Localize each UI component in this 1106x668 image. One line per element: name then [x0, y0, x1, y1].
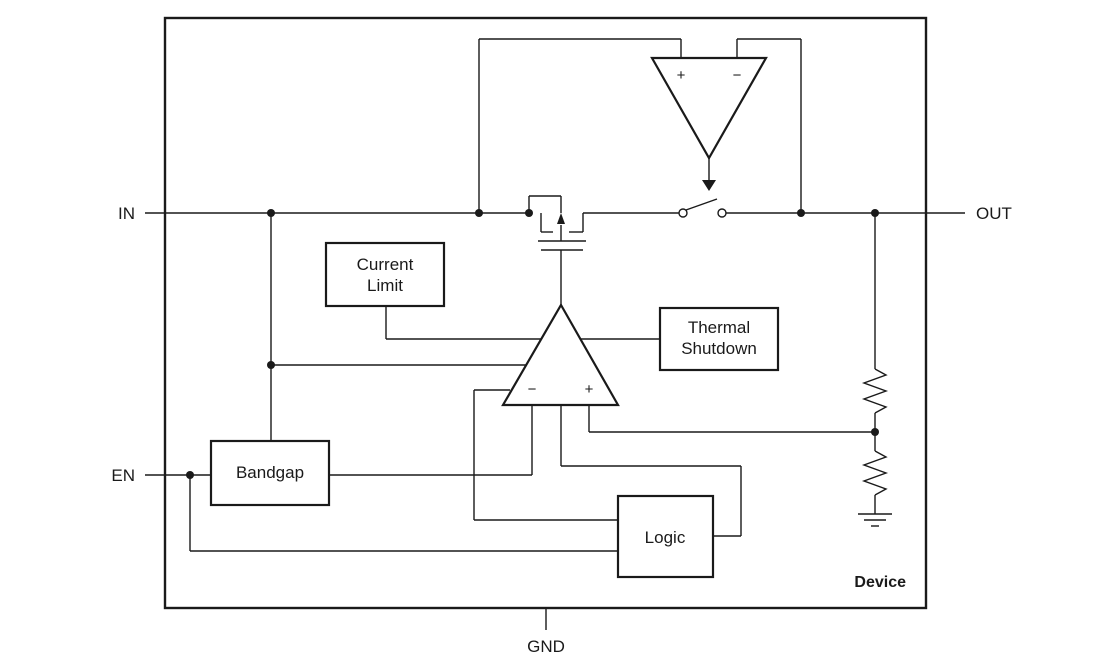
ground-icon	[858, 513, 892, 527]
thermal-shutdown-label-line1: Thermal	[688, 318, 750, 337]
top-amp-wiring	[478, 38, 802, 213]
junction-dot	[267, 209, 275, 217]
top-amp-minus-sign: −	[733, 67, 742, 84]
out-rail	[583, 198, 965, 218]
error-amp-plus-sign: +	[585, 381, 594, 398]
thermal-shutdown-block	[658, 306, 780, 372]
pass-transistor	[538, 213, 586, 305]
pin-gnd-label: GND	[527, 637, 565, 656]
transistor-arrow-icon	[557, 213, 565, 224]
junction-dot	[871, 428, 879, 436]
bandgap-block	[209, 439, 331, 507]
device-label: Device	[854, 574, 906, 591]
resistor-divider	[858, 213, 892, 527]
top-amplifier	[650, 56, 768, 161]
junction-dot	[797, 209, 805, 217]
current-limit-block	[324, 241, 446, 308]
error-amp-wiring	[473, 389, 875, 537]
pin-en-label: EN	[111, 466, 135, 485]
switch-contact-right	[717, 208, 727, 218]
logic-label: Logic	[645, 528, 686, 547]
in-rail	[145, 195, 562, 232]
junction-dot	[871, 209, 879, 217]
junction-dot	[186, 471, 194, 479]
resistor-top-icon	[861, 368, 889, 414]
en-wiring	[145, 474, 618, 552]
switch-control-arrow-icon	[702, 180, 716, 191]
current-limit-label-line1: Current	[357, 255, 414, 274]
pin-out-label: OUT	[976, 204, 1012, 223]
pin-in-label: IN	[118, 204, 135, 223]
thermal-shutdown-label-line2: Shutdown	[681, 339, 757, 358]
top-amp-plus-sign: +	[677, 67, 686, 84]
junction-dot	[525, 209, 533, 217]
resistor-bottom-icon	[861, 450, 889, 496]
junction-dot	[475, 209, 483, 217]
switch-contact-left	[678, 208, 688, 218]
switch-blade	[685, 198, 718, 211]
error-amplifier	[501, 302, 620, 407]
current-limit-label-line2: Limit	[367, 276, 403, 295]
junctions	[186, 209, 879, 479]
logic-block	[616, 494, 715, 579]
junction-dot	[267, 361, 275, 369]
bandgap-label: Bandgap	[236, 463, 304, 482]
error-amp-minus-sign: −	[528, 381, 537, 398]
